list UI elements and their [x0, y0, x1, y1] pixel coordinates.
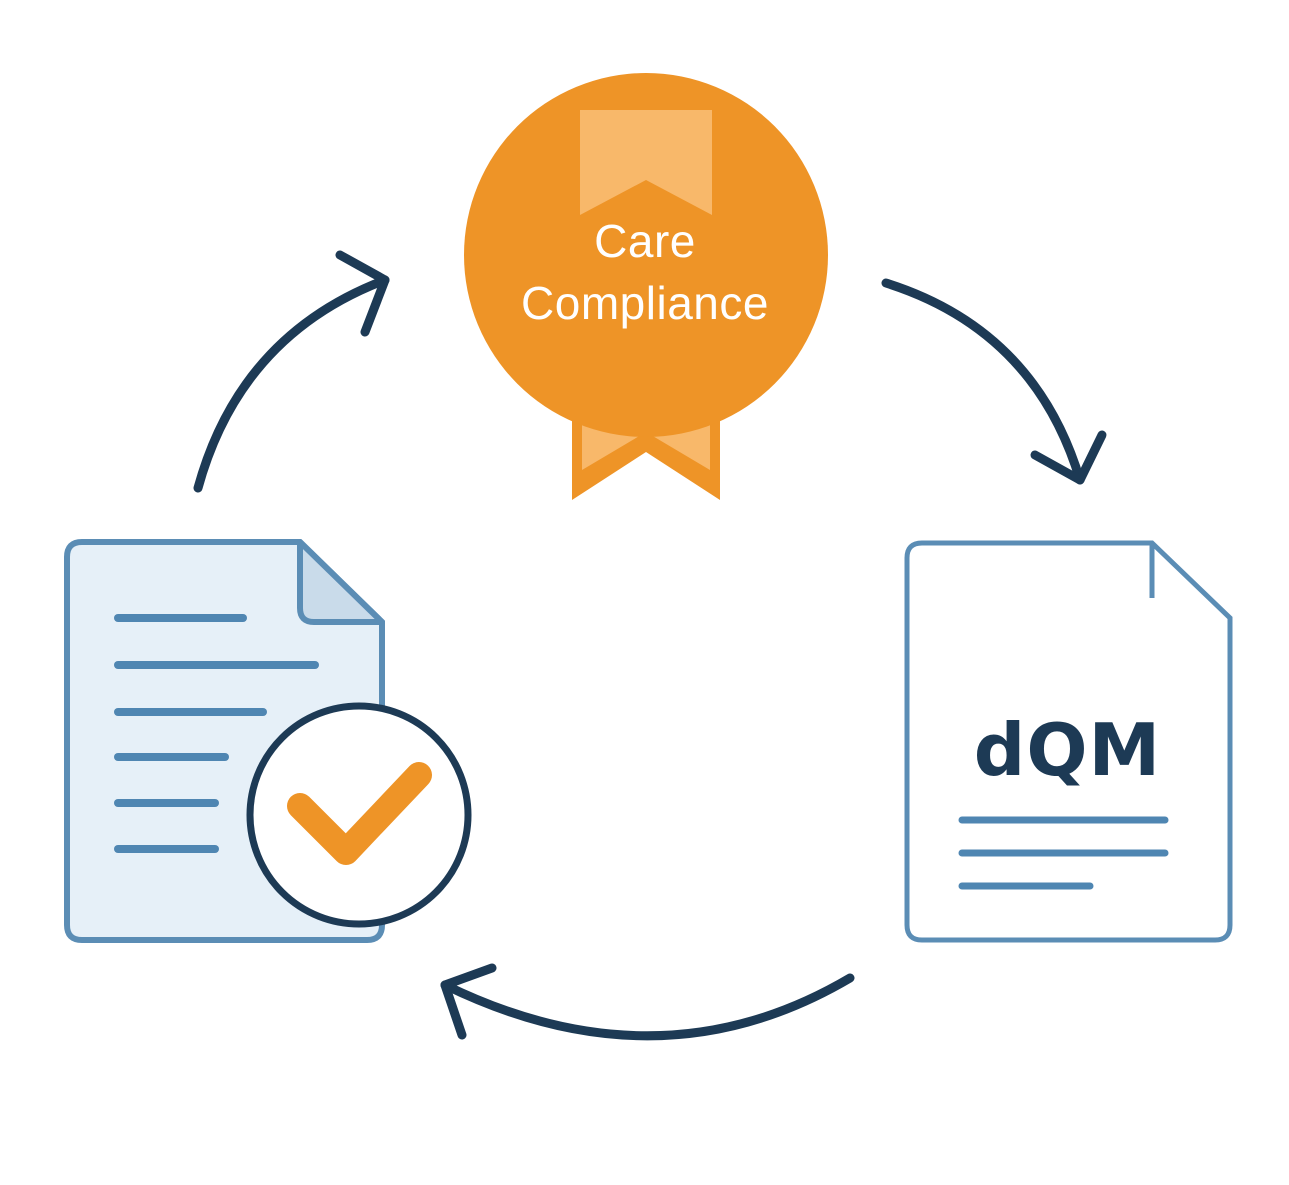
- badge-medal: [464, 73, 828, 437]
- dqm-label: dQM: [973, 708, 1162, 792]
- arrow-badge-to-dqm-head: [1030, 430, 1107, 485]
- cycle-arrow-icon: [193, 250, 390, 493]
- dqm-document-icon: [904, 540, 1233, 943]
- badge-label-line1: Care: [594, 215, 696, 267]
- arrow-doc-to-badge-head: [335, 250, 390, 337]
- checked-document-fold: [297, 539, 385, 625]
- dqm-document-page: [904, 540, 1233, 943]
- cycle-arrow-icon: [440, 963, 855, 1041]
- arrow-badge-to-dqm: [881, 278, 1085, 485]
- dqm-document-lines: [958, 816, 1169, 890]
- arrow-dqm-to-doc-head: [440, 963, 497, 1040]
- document-check-icon: [64, 539, 472, 943]
- badge-ribbon-band: [580, 110, 712, 215]
- ribbon-badge-icon: [464, 73, 828, 500]
- arrow-doc-to-badge: [193, 275, 390, 493]
- checked-document-lines: [114, 614, 319, 853]
- cycle-arrow-icon: [881, 278, 1107, 485]
- badge-label-line2: Compliance: [521, 277, 769, 329]
- check-mark-icon: [287, 762, 432, 865]
- arrow-dqm-to-doc: [440, 973, 855, 1041]
- check-circle: [246, 702, 472, 928]
- badge-label: Care Compliance: [460, 210, 830, 334]
